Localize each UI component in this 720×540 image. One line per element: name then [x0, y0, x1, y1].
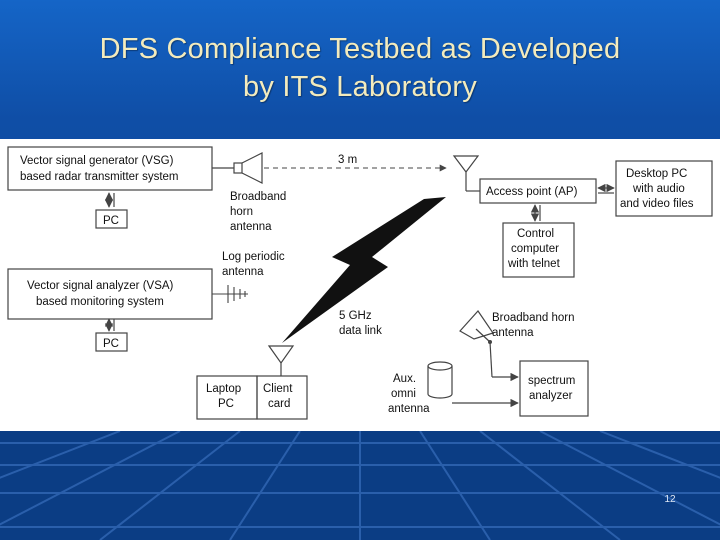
lightning-bolt-icon	[282, 197, 446, 343]
ap-antenna	[452, 155, 480, 192]
vsg-box	[7, 146, 213, 191]
vsa-label-2: based monitoring system	[36, 296, 164, 308]
laptop-label-2: PC	[218, 398, 234, 410]
log-periodic-label-2: antenna	[222, 266, 264, 278]
horn-antenna-right	[459, 310, 519, 382]
aux-label-2: omni	[391, 388, 416, 400]
spectrum-analyzer-box	[519, 360, 589, 417]
control-label-1: Control	[517, 228, 554, 240]
floor-grid	[0, 431, 720, 540]
desktop-label-1: Desktop PC	[626, 168, 687, 180]
client-label-2: card	[268, 398, 290, 410]
bb-horn-right-label-2: antenna	[492, 327, 534, 339]
bb-horn-label-3: antenna	[230, 221, 272, 233]
pc-bottom-label: PC	[103, 338, 119, 350]
title-line-1: DFS Compliance Testbed as Developed	[99, 33, 621, 65]
client-antenna	[267, 345, 295, 376]
vsg-label-1: Vector signal generator (VSG)	[20, 155, 174, 167]
vsa-pc-link	[104, 318, 115, 332]
testbed-diagram: Vector signal generator (VSG) based rada…	[7, 146, 713, 420]
desktop-label-3: and video files	[620, 198, 694, 210]
aux-label-1: Aux.	[393, 373, 416, 385]
page-number: 12	[664, 494, 676, 505]
control-computer-box	[502, 222, 575, 278]
ap-control-link	[530, 204, 541, 222]
horn-antenna-left	[212, 152, 263, 184]
title-line-2: by ITS Laboratory	[243, 71, 477, 103]
slide-title: DFS Compliance Testbed as Developed by I…	[0, 30, 720, 106]
control-label-3: with telnet	[507, 258, 561, 270]
spectrum-label-2: analyzer	[529, 390, 573, 402]
ap-desktop-link	[597, 183, 615, 194]
laptop-label-1: Laptop	[206, 383, 241, 395]
client-card-box	[256, 375, 308, 420]
vsg-label-2: based radar transmitter system	[20, 171, 179, 183]
distance-label: 3 m	[338, 154, 357, 166]
desktop-pc-box	[615, 160, 713, 217]
control-label-2: computer	[511, 243, 559, 255]
vsa-box	[7, 268, 213, 320]
spectrum-label-1: spectrum	[528, 375, 575, 387]
data-link-label-1: 5 GHz	[339, 310, 372, 322]
data-link-label-2: data link	[339, 325, 382, 337]
bb-horn-right-label-1: Broadband horn	[492, 312, 574, 324]
bb-horn-label-1: Broadband	[230, 191, 286, 203]
bb-horn-label-2: horn	[230, 206, 253, 218]
vsa-label-1: Vector signal analyzer (VSA)	[27, 280, 174, 292]
log-periodic-antenna	[212, 285, 248, 303]
horn-feed-dot	[488, 340, 492, 344]
pc-top-label: PC	[103, 215, 119, 227]
pc-bottom-box	[95, 332, 128, 352]
client-label-1: Client	[263, 383, 293, 395]
aux-omni-antenna	[427, 361, 519, 408]
pc-top-box	[95, 209, 128, 229]
access-point-label: Access point (AP)	[486, 186, 578, 198]
vsg-pc-link	[104, 192, 115, 208]
log-periodic-label-1: Log periodic	[222, 251, 285, 263]
desktop-label-2: with audio	[632, 183, 685, 195]
diagram-panel: Vector signal generator (VSG) based rada…	[0, 139, 720, 431]
perspective-floor	[0, 431, 720, 540]
aux-label-3: antenna	[388, 403, 430, 415]
